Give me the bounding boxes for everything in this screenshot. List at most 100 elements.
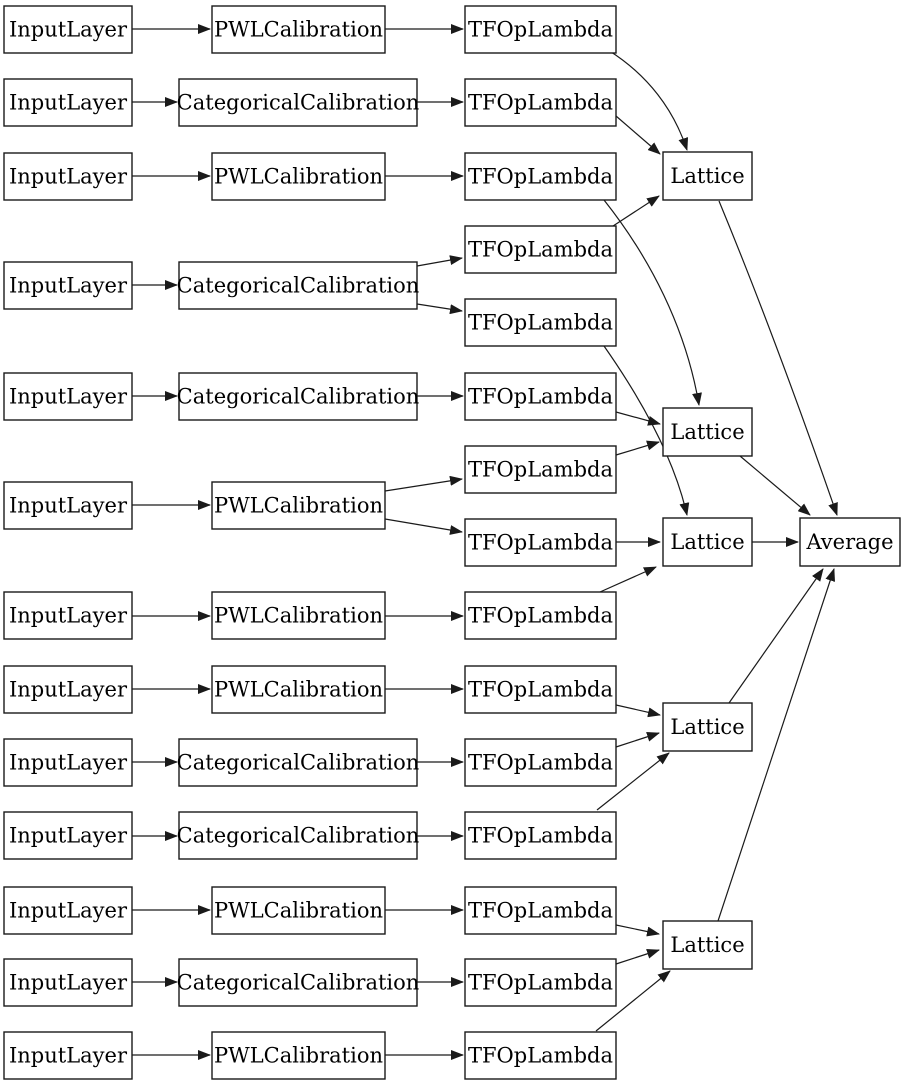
edge-t10-to-lat4	[615, 704, 661, 718]
cal6-label: PWLCalibration	[214, 494, 383, 518]
node-cal13: PWLCalibration	[211, 1031, 386, 1080]
il1-label: InputLayer	[9, 18, 128, 42]
cal4-label: CategoricalCalibration	[177, 274, 420, 298]
cal7-box	[211, 591, 386, 640]
il11-box	[3, 886, 133, 935]
node-t13: TFOpLambda	[464, 886, 617, 935]
t3-label: TFOpLambda	[468, 165, 613, 189]
node-cal9: CategoricalCalibration	[177, 738, 420, 787]
cal8-box	[211, 665, 386, 714]
cal10-label: CategoricalCalibration	[177, 824, 420, 848]
t2-label: TFOpLambda	[468, 91, 613, 115]
edge-t13-to-lat5	[615, 924, 660, 937]
edge-t15-to-lat5	[595, 970, 671, 1032]
edge-cal4-to-t4	[416, 255, 463, 267]
il3-label: InputLayer	[9, 165, 128, 189]
t9-label: TFOpLambda	[468, 604, 613, 628]
t7-label: TFOpLambda	[468, 458, 613, 482]
node-avg: Average	[799, 517, 901, 567]
t13-label: TFOpLambda	[468, 899, 613, 923]
node-cal11: PWLCalibration	[211, 886, 386, 935]
nodes-layer: InputLayerInputLayerInputLayerInputLayer…	[3, 5, 901, 1080]
edges-layer	[132, 24, 838, 1060]
node-t9: TFOpLambda	[464, 591, 617, 640]
il2-label: InputLayer	[9, 91, 128, 115]
node-lat1: Lattice	[662, 151, 753, 201]
t6-label: TFOpLambda	[468, 385, 613, 409]
node-cal1: PWLCalibration	[211, 5, 386, 54]
t3-box	[464, 152, 617, 201]
node-cal5: CategoricalCalibration	[177, 372, 420, 421]
edge-t4-to-lat1	[609, 195, 660, 229]
t4-label: TFOpLambda	[468, 238, 613, 262]
lat4-label: Lattice	[670, 715, 744, 739]
t15-label: TFOpLambda	[468, 1044, 613, 1068]
edge-t12-to-lat4	[596, 752, 670, 811]
t9-box	[464, 591, 617, 640]
t7-box	[464, 445, 617, 494]
node-il12: InputLayer	[3, 958, 133, 1007]
t2-box	[464, 78, 617, 127]
il6-box	[3, 481, 133, 530]
cal6-box	[211, 481, 386, 530]
t8-box	[464, 518, 617, 567]
il8-box	[3, 665, 133, 714]
node-t12: TFOpLambda	[464, 811, 617, 860]
il5-label: InputLayer	[9, 385, 128, 409]
t10-label: TFOpLambda	[468, 678, 613, 702]
cal5-label: CategoricalCalibration	[177, 385, 420, 409]
t5-box	[464, 298, 617, 347]
edge-t6-to-lat2	[615, 411, 661, 426]
t11-box	[464, 738, 617, 787]
node-t11: TFOpLambda	[464, 738, 617, 787]
cal8-label: PWLCalibration	[214, 678, 383, 702]
il4-label: InputLayer	[9, 274, 128, 298]
node-t1: TFOpLambda	[464, 5, 617, 54]
t14-label: TFOpLambda	[468, 971, 613, 995]
edge-lat1-to-avg	[718, 200, 838, 516]
edge-t5-to-lat3	[603, 345, 690, 516]
cal4-box	[178, 261, 418, 310]
cal12-label: CategoricalCalibration	[177, 971, 420, 995]
edge-t2-to-lat1	[615, 115, 661, 155]
cal9-box	[178, 738, 418, 787]
node-t6: TFOpLambda	[464, 372, 617, 421]
edge-cal6-to-t7	[384, 475, 463, 492]
il1-box	[3, 5, 133, 54]
il11-label: InputLayer	[9, 899, 128, 923]
t1-box	[464, 5, 617, 54]
node-t2: TFOpLambda	[464, 78, 617, 127]
edge-t11-to-lat4	[615, 731, 660, 748]
cal1-box	[211, 5, 386, 54]
il9-label: InputLayer	[9, 751, 128, 775]
lat5-label: Lattice	[670, 933, 744, 957]
node-cal4: CategoricalCalibration	[177, 261, 420, 310]
node-il2: InputLayer	[3, 78, 133, 127]
cal7-label: PWLCalibration	[214, 604, 383, 628]
node-lat3: Lattice	[662, 517, 753, 567]
node-il10: InputLayer	[3, 811, 133, 860]
edge-t9-to-lat3	[599, 566, 657, 593]
node-cal7: PWLCalibration	[211, 591, 386, 640]
node-t4: TFOpLambda	[464, 225, 617, 274]
edge-cal6-to-t8	[384, 518, 463, 535]
node-t7: TFOpLambda	[464, 445, 617, 494]
node-lat5: Lattice	[662, 920, 753, 970]
cal10-box	[178, 811, 418, 860]
node-il6: InputLayer	[3, 481, 133, 530]
t11-label: TFOpLambda	[468, 751, 613, 775]
cal9-label: CategoricalCalibration	[177, 751, 420, 775]
node-t15: TFOpLambda	[464, 1031, 617, 1080]
node-t3: TFOpLambda	[464, 152, 617, 201]
edge-lat2-to-avg	[739, 455, 811, 516]
cal2-label: CategoricalCalibration	[177, 91, 420, 115]
node-il8: InputLayer	[3, 665, 133, 714]
t10-box	[464, 665, 617, 714]
node-lat4: Lattice	[662, 702, 753, 752]
avg-label: Average	[805, 530, 893, 554]
node-il1: InputLayer	[3, 5, 133, 54]
node-cal2: CategoricalCalibration	[177, 78, 420, 127]
cal3-box	[211, 152, 386, 201]
